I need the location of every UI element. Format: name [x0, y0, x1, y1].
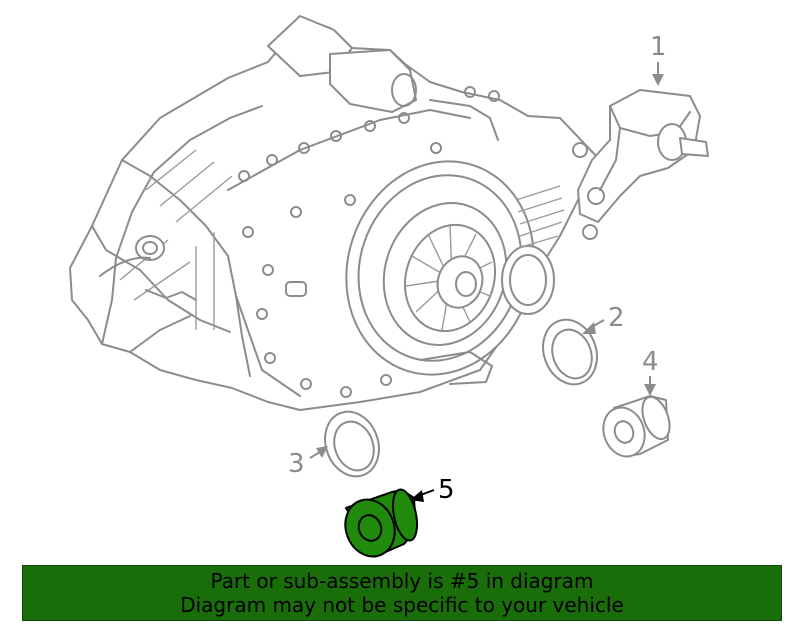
callout-5-label: 5	[438, 475, 455, 505]
callout-3: 3	[288, 446, 328, 479]
info-banner: Part or sub-assembly is #5 in diagram Di…	[22, 565, 782, 621]
banner-line-2: Diagram may not be specific to your vehi…	[180, 593, 624, 617]
seal-ring-2	[542, 318, 598, 386]
callout-4-label: 4	[642, 347, 659, 377]
bushing-5-highlighted[interactable]	[338, 487, 422, 563]
callout-2-label: 2	[608, 303, 625, 333]
drive-unit-assembly	[69, 15, 604, 411]
parts-diagram: .ln { fill: none; stroke: #8c8c8c; strok…	[69, 15, 709, 563]
seal-ring-3	[324, 410, 380, 478]
callout-1-label: 1	[650, 32, 667, 62]
callout-4: 4	[642, 347, 659, 396]
banner-line-1: Part or sub-assembly is #5 in diagram	[210, 569, 594, 593]
callout-1: 1	[650, 32, 667, 86]
mount-bracket	[577, 89, 709, 223]
bushing-4	[602, 395, 671, 458]
callout-3-label: 3	[288, 449, 305, 479]
callout-5: 5	[410, 475, 455, 505]
callout-2: 2	[582, 303, 625, 334]
